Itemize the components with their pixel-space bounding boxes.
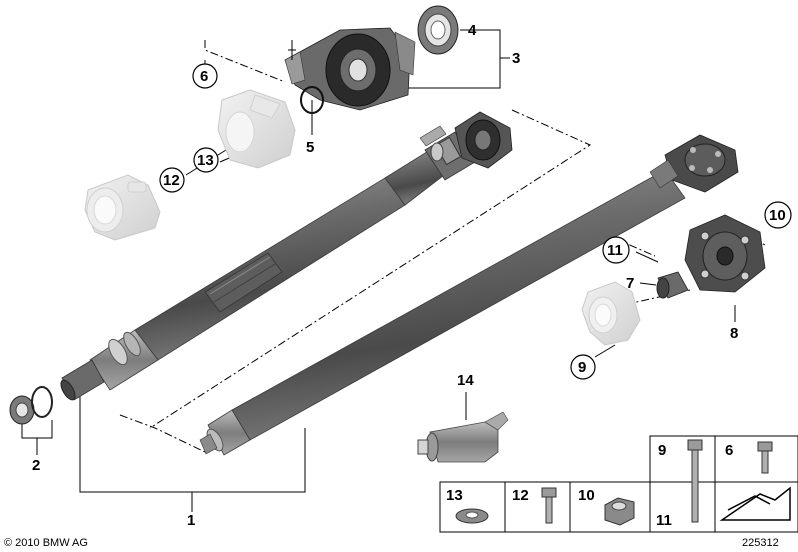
label-4: 4 bbox=[468, 22, 477, 39]
box-label-11: 11 bbox=[656, 512, 672, 529]
center-bearing-3 bbox=[284, 27, 416, 111]
label-3: 3 bbox=[512, 50, 520, 67]
label-1: 1 bbox=[187, 512, 195, 529]
circlip-5 bbox=[300, 86, 324, 114]
parts-box-hardware bbox=[455, 439, 791, 526]
ball-bearing-4 bbox=[417, 5, 459, 55]
box-label-6: 6 bbox=[725, 442, 733, 459]
leader-lines bbox=[21, 29, 761, 512]
nut-and-ring-2 bbox=[9, 386, 53, 425]
sleeve-7 bbox=[656, 271, 689, 299]
label-14: 14 bbox=[457, 372, 474, 389]
diagram-id: 225312 bbox=[742, 537, 779, 549]
copyright-text: © 2010 BMW AG bbox=[4, 537, 88, 549]
parts-box bbox=[439, 435, 798, 533]
label-13: 13 bbox=[197, 152, 214, 169]
label-6: 6 bbox=[200, 68, 208, 85]
label-7: 7 bbox=[626, 275, 634, 292]
ghost-flange-12 bbox=[84, 174, 161, 241]
label-12: 12 bbox=[163, 172, 180, 189]
label-8: 8 bbox=[730, 325, 738, 342]
lower-propeller-shaft bbox=[199, 134, 739, 456]
grease-tube-14 bbox=[417, 411, 509, 463]
labels: 1 2 3 4 5 6 7 8 9 10 11 12 13 14 13 12 1… bbox=[4, 22, 786, 549]
label-9: 9 bbox=[578, 359, 586, 376]
box-label-12: 12 bbox=[512, 487, 529, 504]
upper-propeller-shaft bbox=[60, 111, 513, 401]
box-label-10: 10 bbox=[578, 487, 595, 504]
flex-disc-8 bbox=[684, 214, 766, 293]
label-2: 2 bbox=[32, 457, 40, 474]
ghost-flange-9 bbox=[581, 281, 641, 346]
label-5: 5 bbox=[306, 139, 314, 156]
assembly-lines bbox=[119, 40, 766, 453]
box-label-13: 13 bbox=[446, 487, 463, 504]
box-label-9: 9 bbox=[658, 442, 666, 459]
label-10: 10 bbox=[769, 207, 786, 224]
ghost-yoke-13 bbox=[217, 89, 296, 169]
label-11: 11 bbox=[607, 242, 623, 259]
callout-circles bbox=[159, 63, 792, 380]
